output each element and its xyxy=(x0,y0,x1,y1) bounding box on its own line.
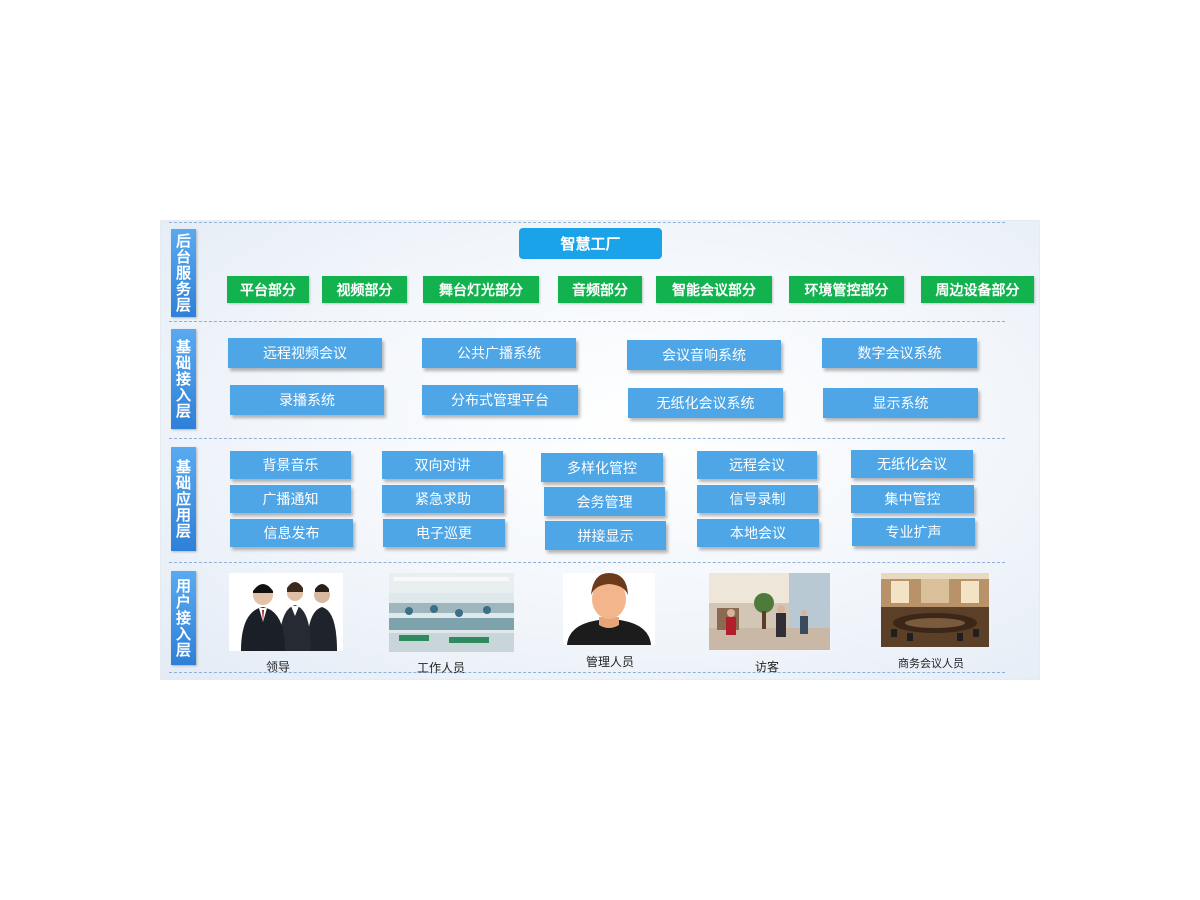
divider-top xyxy=(169,222,1005,223)
leaders-photo xyxy=(229,573,343,651)
app-item-local-meeting: 本地会议 xyxy=(697,519,819,547)
divider-3 xyxy=(169,562,1005,563)
layer-label-user: 用户接入层 xyxy=(171,571,196,665)
caption-leaders: 领导 xyxy=(265,660,291,674)
backend-item-video: 视频部分 xyxy=(322,276,407,303)
caption-business-meeting: 商务会议人员 xyxy=(898,657,964,670)
access-item-distributed-management: 分布式管理平台 xyxy=(422,385,578,415)
access-item-meeting-audio: 会议音响系统 xyxy=(627,340,781,370)
app-item-professional-pa: 专业扩声 xyxy=(852,518,975,546)
app-item-conference-management: 会务管理 xyxy=(544,487,665,516)
app-item-remote-meeting: 远程会议 xyxy=(697,451,817,479)
backend-item-stage-lighting: 舞台灯光部分 xyxy=(423,276,539,303)
app-item-emergency-help: 紧急求助 xyxy=(382,485,504,513)
app-item-broadcast-notice: 广播通知 xyxy=(230,485,351,513)
diagram-title: 智慧工厂 xyxy=(519,228,662,259)
divider-2 xyxy=(169,438,1005,439)
caption-visitors: 访客 xyxy=(754,660,780,674)
access-item-digital-meeting: 数字会议系统 xyxy=(822,338,977,368)
layer-label-backend: 后台服务层 xyxy=(171,229,196,317)
access-item-recording: 录播系统 xyxy=(230,385,384,415)
backend-item-smart-meeting: 智能会议部分 xyxy=(656,276,772,303)
layer-label-application: 基础应用层 xyxy=(171,447,196,551)
app-item-info-publishing: 信息发布 xyxy=(230,519,353,547)
architecture-diagram: 后台服务层 基础接入层 基础应用层 用户接入层 智慧工厂 平台部分 视频部分 舞… xyxy=(160,220,1040,680)
app-item-centralized-control: 集中管控 xyxy=(851,485,974,513)
backend-item-peripherals: 周边设备部分 xyxy=(921,276,1034,303)
visitors-lobby-photo xyxy=(709,573,830,650)
access-item-remote-video-meeting: 远程视频会议 xyxy=(228,338,382,368)
app-item-splicing-display: 拼接显示 xyxy=(545,521,666,550)
divider-bottom xyxy=(169,672,1005,673)
app-item-signal-recording: 信号录制 xyxy=(697,485,818,513)
layer-label-access: 基础接入层 xyxy=(171,329,196,429)
access-item-display: 显示系统 xyxy=(823,388,978,418)
caption-managers: 管理人员 xyxy=(585,655,635,669)
access-item-paperless-meeting-system: 无纸化会议系统 xyxy=(628,388,783,418)
backend-item-environment: 环境管控部分 xyxy=(789,276,904,303)
factory-workers-photo xyxy=(389,573,514,652)
divider-1 xyxy=(169,321,1005,322)
app-item-two-way-intercom: 双向对讲 xyxy=(382,451,503,479)
caption-workers: 工作人员 xyxy=(416,661,466,675)
backend-item-platform: 平台部分 xyxy=(227,276,309,303)
meeting-room-photo xyxy=(881,573,989,647)
access-item-public-broadcast: 公共广播系统 xyxy=(422,338,576,368)
app-item-background-music: 背景音乐 xyxy=(230,451,351,479)
app-item-electronic-patrol: 电子巡更 xyxy=(383,519,505,547)
app-item-diversified-control: 多样化管控 xyxy=(541,453,663,482)
backend-item-audio: 音频部分 xyxy=(558,276,642,303)
app-item-paperless-meeting: 无纸化会议 xyxy=(851,450,973,478)
manager-avatar-icon xyxy=(563,573,655,645)
